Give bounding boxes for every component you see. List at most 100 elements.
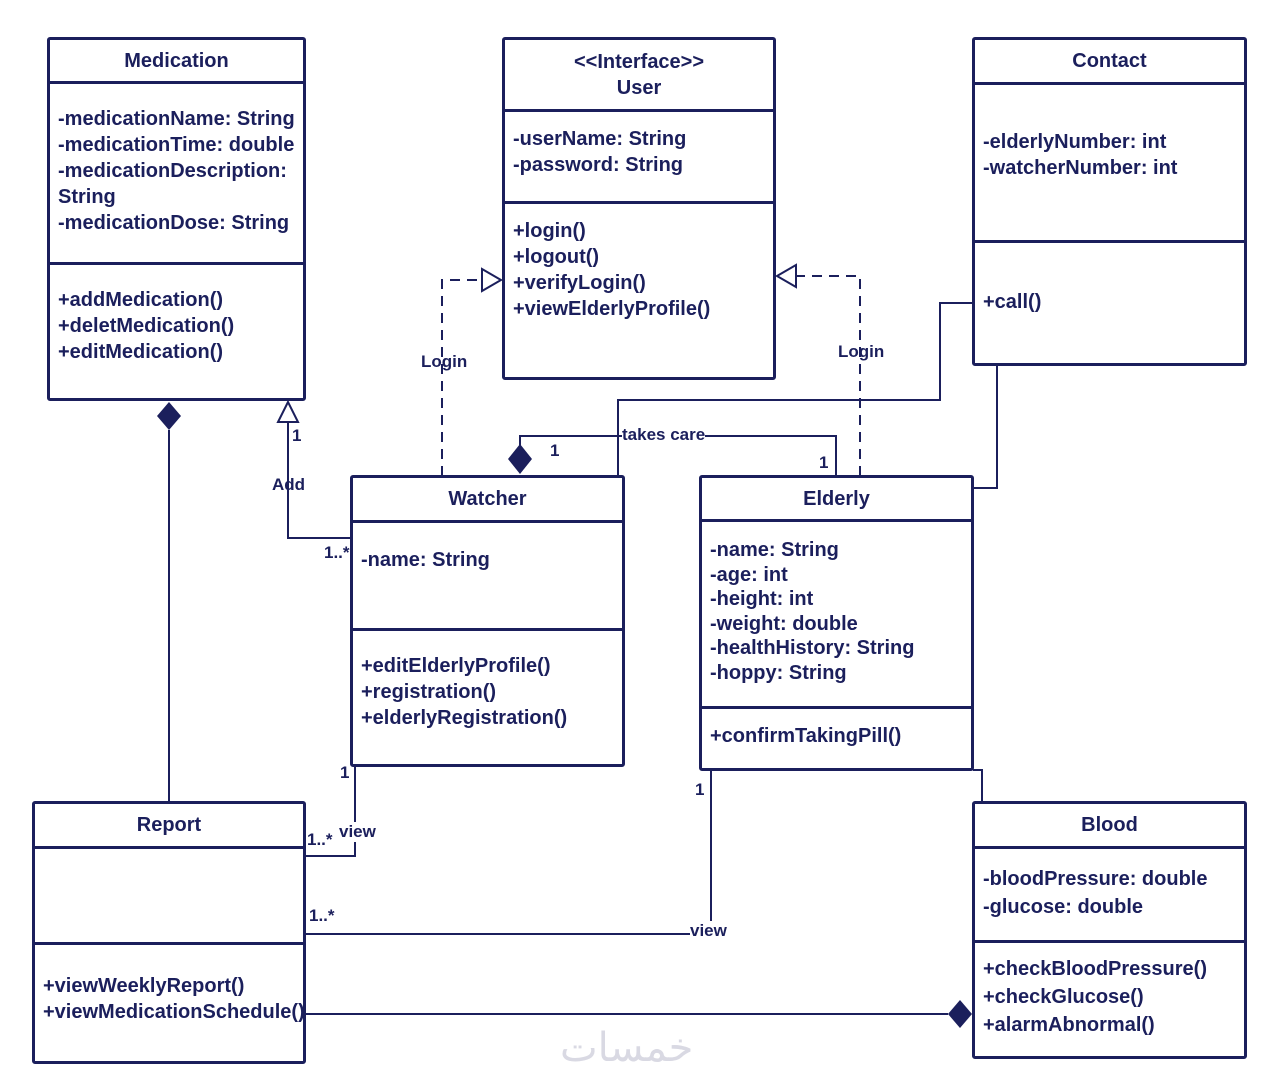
class-name: Elderly (803, 487, 870, 510)
method: +checkGlucose() (983, 986, 1144, 1008)
watcher-methods: +editElderlyProfile() +registration() +e… (353, 631, 622, 739)
attribute: -age: int (710, 563, 788, 586)
takes-care-watcher-multiplicity: 1 (550, 441, 560, 460)
contact-header: Contact (975, 40, 1244, 85)
view-report-multiplicity-2: 1..* (309, 906, 335, 925)
medication-header: Medication (50, 40, 303, 84)
method: +viewElderlyProfile() (513, 298, 711, 320)
takes-care-label: takes care (622, 425, 706, 445)
class-report[interactable]: Report +viewWeeklyReport() +viewMedicati… (32, 801, 306, 1064)
class-blood[interactable]: Blood -bloodPressure: double -glucose: d… (972, 801, 1247, 1059)
class-watcher[interactable]: Watcher -name: String +editElderlyProfil… (350, 475, 625, 767)
report-methods: +viewWeeklyReport() +viewMedicationSched… (35, 945, 305, 1033)
attribute: String (58, 186, 116, 208)
attribute: -medicationName: String (58, 108, 295, 130)
method: +checkBloodPressure() (983, 958, 1207, 980)
attribute: -healthHistory: String (710, 637, 915, 659)
method: +deletMedication() (58, 315, 235, 337)
method: +registration() (361, 681, 497, 703)
attribute: -weight: double (710, 612, 858, 635)
blood-header: Blood (975, 804, 1244, 849)
class-contact[interactable]: Contact -elderlyNumber: int -watcherNumb… (972, 37, 1247, 366)
login-watcher-line (441, 279, 482, 476)
login-elderly-label: Login (838, 342, 885, 361)
class-user-interface[interactable]: <<Interface>> User -userName: String -pa… (502, 37, 776, 380)
add-arrowhead (276, 399, 300, 423)
attribute: -watcherNumber: int (983, 157, 1178, 179)
method: +login() (513, 220, 586, 242)
attribute: -hoppy: String (710, 661, 847, 684)
method: +alarmAbnormal() (983, 1014, 1155, 1036)
class-medication[interactable]: Medication -medicationName: String -medi… (47, 37, 306, 401)
attribute: -medicationDose: String (58, 212, 290, 234)
attribute: -name: String (710, 539, 839, 561)
class-name: Watcher (448, 488, 527, 510)
takes-care-elderly-multiplicity: 1 (819, 453, 829, 472)
report-header: Report (35, 804, 303, 849)
method: +verifyLogin() (513, 272, 646, 294)
user-header: <<Interface>> User (505, 40, 773, 112)
contact-attributes: -elderlyNumber: int -watcherNumber: int (975, 85, 1244, 243)
elderly-methods: +confirmTakingPill() (702, 709, 971, 757)
elderly-attributes: -name: String -age: int -height: int -we… (702, 522, 971, 709)
class-name: Report (136, 814, 202, 836)
attribute: -name: String (361, 549, 490, 571)
add-watcher-multiplicity: 1..* (324, 543, 350, 562)
login-watcher-label: Login (421, 352, 468, 371)
attribute: -userName: String (513, 128, 687, 150)
add-label: Add (272, 475, 306, 494)
class-name: Medication (124, 49, 229, 72)
elderly-blood-line (973, 769, 983, 802)
class-name: User (616, 76, 662, 99)
view-elderly-line (306, 770, 712, 935)
attribute: -elderlyNumber: int (983, 131, 1167, 153)
blood-methods: +checkBloodPressure() +checkGlucose() +a… (975, 943, 1244, 1047)
watcher-aggregation-diamond (508, 444, 532, 474)
method: +viewMedicationSchedule() (43, 1001, 305, 1023)
method: +confirmTakingPill() (710, 725, 902, 747)
elderly-header: Elderly (702, 478, 971, 522)
login-elderly-arrowhead (775, 263, 797, 289)
view-watcher-label: view (339, 822, 376, 842)
attribute: -height: int (710, 588, 814, 610)
attribute: -bloodPressure: double (983, 868, 1208, 890)
method: +elderlyRegistration() (361, 707, 568, 729)
attribute: -glucose: double (983, 896, 1143, 918)
medication-methods: +addMedication() +deletMedication() +edi… (50, 265, 303, 373)
class-name: Contact (1072, 50, 1147, 72)
attribute: -medicationDescription: (58, 160, 287, 182)
method: +addMedication() (58, 289, 224, 311)
watcher-header: Watcher (353, 478, 622, 523)
contact-elderly-line (973, 365, 998, 489)
contact-watcher-line (617, 302, 973, 476)
view-elderly-label: view (690, 921, 727, 941)
report-attributes (35, 849, 303, 945)
view-watcher-multiplicity: 1 (340, 763, 350, 782)
view-elderly-multiplicity: 1 (695, 780, 705, 799)
attribute: -medicationTime: double (58, 134, 295, 156)
blood-attributes: -bloodPressure: double -glucose: double (975, 849, 1244, 943)
add-medication-multiplicity: 1 (292, 426, 302, 445)
class-elderly[interactable]: Elderly -name: String -age: int -height:… (699, 475, 974, 771)
view-report-multiplicity: 1..* (307, 830, 333, 849)
user-methods: +login() +logout() +verifyLogin() +viewE… (505, 204, 773, 330)
stereotype: <<Interface>> (573, 50, 705, 73)
method: +editMedication() (58, 341, 224, 363)
method: +editElderlyProfile() (361, 655, 551, 677)
class-name: Blood (1081, 814, 1138, 836)
method: +call() (983, 291, 1042, 313)
method: +logout() (513, 246, 600, 268)
view-watcher-line (306, 765, 356, 857)
blood-composition-diamond (948, 1000, 972, 1028)
method: +viewWeeklyReport() (43, 975, 245, 997)
contact-methods: +call() (975, 243, 1244, 323)
watcher-attributes: -name: String (353, 523, 622, 631)
user-attributes: -userName: String -password: String (505, 112, 773, 204)
login-elderly-line (796, 275, 861, 476)
attribute: -password: String (513, 154, 684, 176)
login-watcher-arrowhead (481, 267, 503, 293)
add-line (287, 422, 350, 539)
medication-composition-diamond (157, 402, 181, 430)
